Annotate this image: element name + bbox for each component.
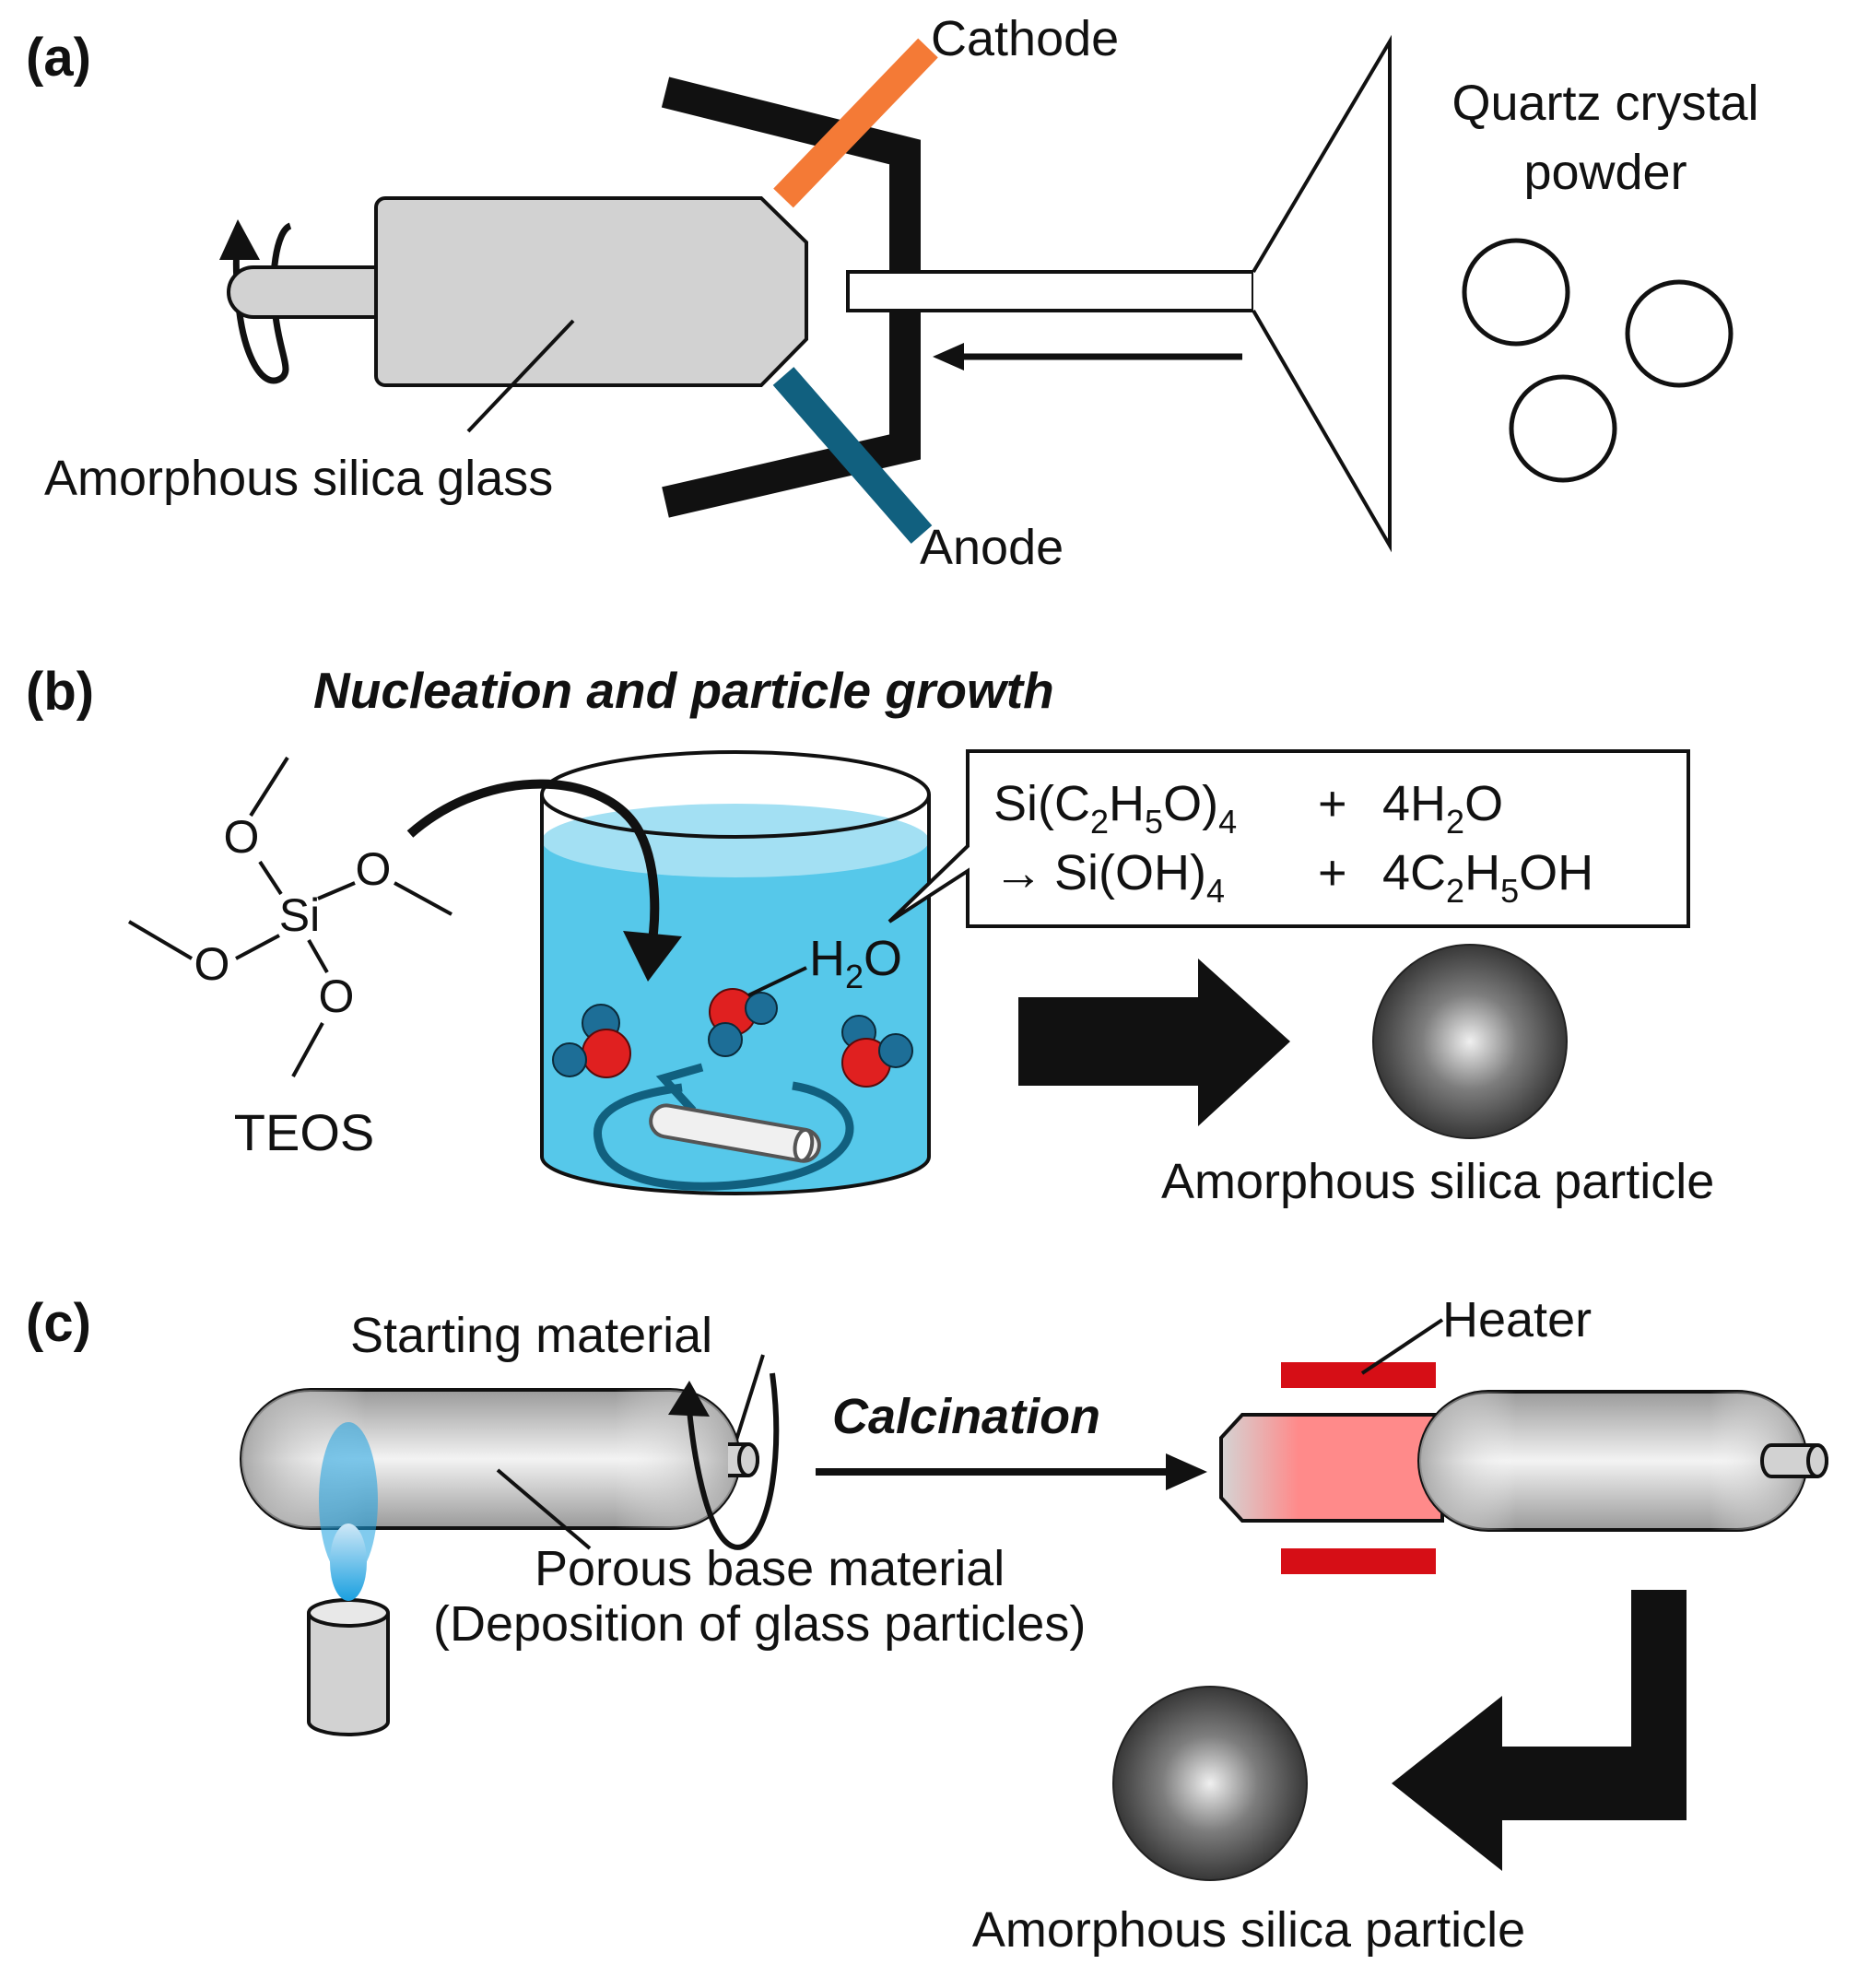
quartz-powder-label-line2: powder <box>1523 145 1687 200</box>
panel-b: (b) Nucleation and particle growth O O S… <box>26 662 1714 1209</box>
equation-callout <box>887 749 1690 928</box>
equation-line1: Si(C2H5O)4 + 4H2O <box>993 776 1503 844</box>
silica-glass-body <box>374 196 808 387</box>
burner <box>307 1613 390 1736</box>
amorphous-silica-sphere <box>1112 1686 1308 1881</box>
start-leader-line <box>731 1354 765 1453</box>
cathode-electrode <box>773 38 938 208</box>
heated-rod <box>1219 1413 1444 1523</box>
rotation-arrowhead-icon <box>668 1381 710 1417</box>
stirring-swirl <box>594 1081 854 1191</box>
oxygen-atom-label: O <box>319 970 355 1022</box>
powder-funnel <box>1252 34 1392 553</box>
panel-b-label: (b) <box>26 662 94 722</box>
quartz-particle <box>1509 374 1617 483</box>
nucleation-title: Nucleation and particle growth <box>313 662 1054 719</box>
heater-label: Heater <box>1442 1292 1592 1347</box>
panel-a: (a) Amorphous silica glass Cathode Anode… <box>26 11 1759 575</box>
feed-tube <box>846 270 1255 312</box>
chamber-wall-top <box>661 76 921 300</box>
porous-base-capsule <box>240 1388 741 1530</box>
oxygen-atom-label: O <box>194 938 230 990</box>
heater-leader-line <box>1360 1318 1444 1375</box>
equation-line2: →Si(OH)4 + 4C2H5OH <box>993 845 1593 913</box>
porous-label-line2: (Deposition of glass particles) <box>433 1596 1086 1652</box>
flame-inner-icon <box>330 1523 367 1601</box>
teos-label: TEOS <box>234 1103 374 1161</box>
rod-end-cap <box>1806 1443 1828 1478</box>
quartz-powder-label-line1: Quartz crystal <box>1452 76 1758 131</box>
rod-end-cap <box>737 1442 759 1477</box>
anode-label: Anode <box>920 520 1064 575</box>
rotation-arrow-icon <box>687 1372 780 1550</box>
water-leader-line <box>747 966 807 997</box>
flow-arrowhead-icon <box>933 343 964 371</box>
water-molecule <box>708 988 778 1057</box>
process-arrow-icon <box>1018 959 1290 1126</box>
water-molecule <box>841 1015 913 1088</box>
panel-c-label: (c) <box>26 1293 91 1353</box>
water-label: H2O <box>809 931 902 995</box>
cathode-label: Cathode <box>931 11 1119 66</box>
addition-arrowhead-icon <box>623 931 682 982</box>
silicon-atom-label: Si <box>279 889 320 941</box>
anode-electrode <box>772 367 933 544</box>
quartz-particle <box>1625 279 1734 388</box>
calcination-arrowhead-icon <box>1166 1453 1207 1490</box>
stir-arrowhead-icon <box>655 1063 704 1114</box>
porous-leader-line <box>496 1468 592 1550</box>
quartz-particle <box>1462 238 1570 347</box>
glass-shaft <box>227 265 380 319</box>
burner-top <box>307 1598 390 1628</box>
product-label-c: Amorphous silica particle <box>972 1902 1525 1958</box>
amorphous-silica-sphere <box>1372 944 1568 1139</box>
stir-bar <box>649 1103 821 1163</box>
porous-label-line1: Porous base material <box>535 1541 1005 1596</box>
chamber-wall-bottom <box>662 300 921 518</box>
panel-c: (c) Starting material Porous base materi… <box>26 1292 1828 1958</box>
return-arrow-icon <box>1392 1590 1687 1871</box>
glass-leader-line <box>466 319 575 433</box>
heater-bar-top <box>1281 1362 1436 1388</box>
rotation-arrowhead-icon <box>219 219 260 260</box>
water-molecule <box>552 1004 631 1078</box>
heater-bar-bottom <box>1281 1548 1436 1574</box>
sintered-capsule <box>1417 1390 1808 1532</box>
amorphous-silica-glass-label: Amorphous silica glass <box>44 451 553 506</box>
starting-material-label: Starting material <box>350 1308 712 1363</box>
product-label-b: Amorphous silica particle <box>1161 1154 1714 1209</box>
oxygen-atom-label: O <box>356 843 392 895</box>
panel-a-label: (a) <box>26 28 91 88</box>
teos-molecule: O O Si O O <box>127 756 452 1077</box>
addition-arrow <box>406 779 660 956</box>
oxygen-atom-label: O <box>224 811 260 863</box>
calcination-label: Calcination <box>832 1389 1100 1444</box>
